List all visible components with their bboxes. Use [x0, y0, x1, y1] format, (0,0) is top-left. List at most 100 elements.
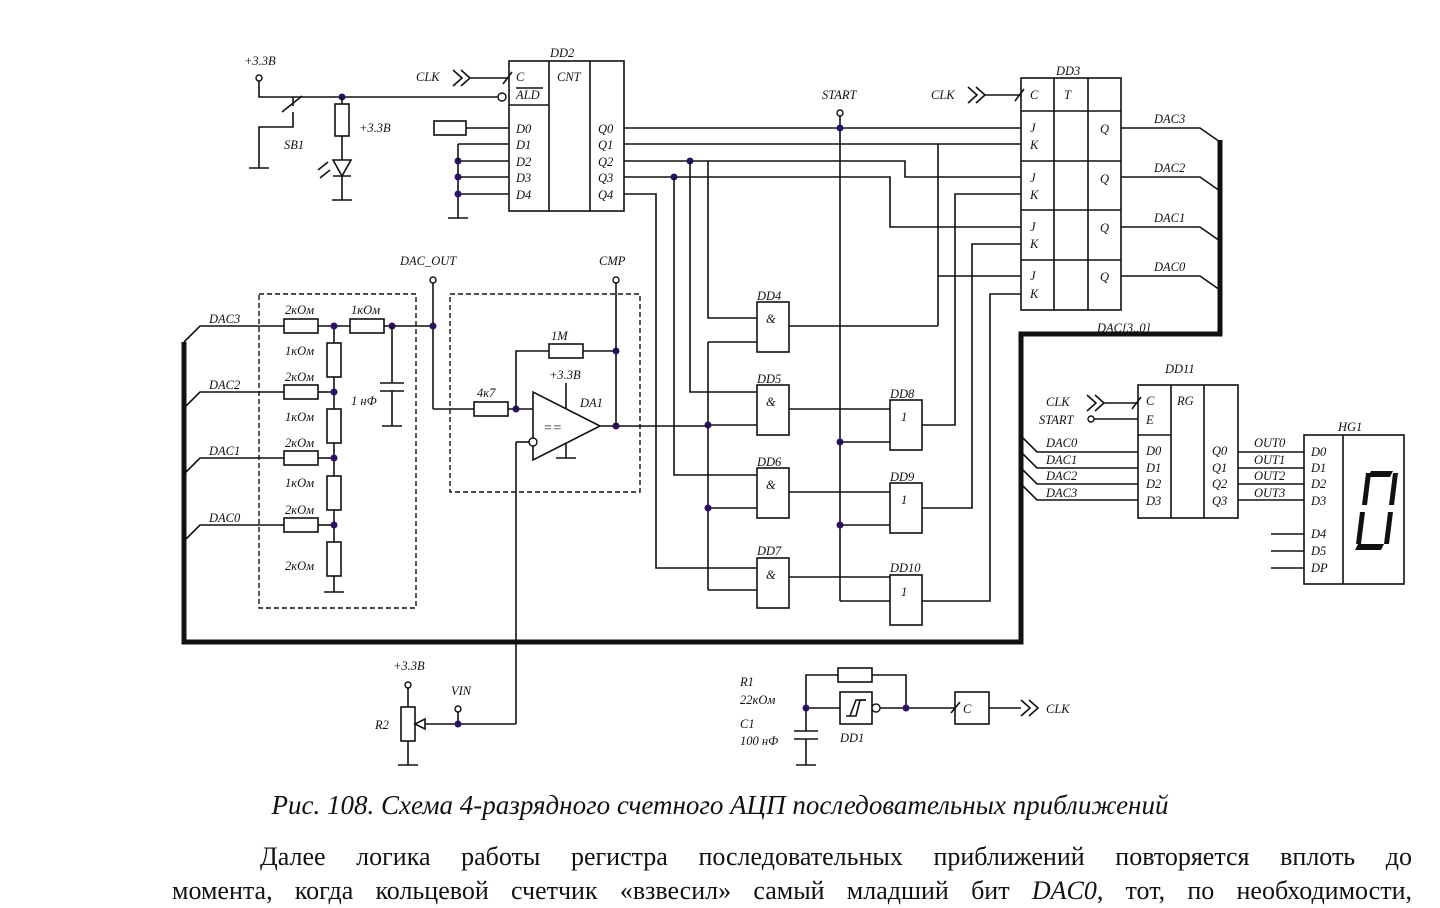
resistor-value: 2кОм — [285, 436, 314, 450]
comparator-vcc-label: +3.3В — [549, 368, 581, 382]
ladder-boundary — [258, 293, 417, 609]
dd2-out-4: Q4 — [598, 188, 613, 202]
dd3-j-pin: J — [1030, 171, 1037, 185]
dd10-sym: 1 — [901, 585, 907, 599]
dd3-k-pin: K — [1029, 287, 1039, 301]
clk-out-arrow — [1020, 699, 1032, 717]
out2-label: OUT2 — [1254, 469, 1285, 483]
dd11-net-dac1: DAC1 — [1045, 453, 1077, 467]
dd2-clk-label: CLK — [416, 70, 440, 84]
dd5-and-gate — [756, 384, 790, 436]
comparator-sym: == — [543, 421, 562, 436]
and-gates: DD4 & DD5 & DD6 & DD7 & — [756, 289, 790, 609]
r2-label: R2 — [374, 718, 389, 732]
dd4-sym: & — [766, 312, 776, 326]
dd11-out-3: Q3 — [1212, 494, 1227, 508]
resistor — [326, 475, 342, 511]
resistor-value: 1кОм — [285, 344, 314, 358]
dd9-name: DD9 — [889, 470, 915, 484]
comparator-block: DAC_OUT 4к7 1М == DA1 +3.3В CMP — [399, 254, 708, 724]
d0-resistor — [433, 120, 467, 136]
counter-wiring: START — [624, 88, 1021, 602]
led-diode — [331, 159, 353, 178]
body-paragraph: Далее логика работы регистра последовате… — [172, 840, 1412, 908]
dd2-in-0: D0 — [515, 122, 532, 136]
wire — [258, 81, 293, 98]
dd7-and-gate — [756, 557, 790, 609]
r1-value: 22кОм — [740, 693, 775, 707]
resistor-value: 2кОм — [285, 503, 314, 517]
dd6-and-gate — [756, 467, 790, 519]
out3-label: OUT3 — [1254, 486, 1285, 500]
dd8-name: DD8 — [889, 387, 915, 401]
dd3-k-pin: K — [1029, 237, 1039, 251]
ladder-dac3-label: DAC3 — [208, 312, 240, 326]
clock-generator: R1 22кОм C1 100 нФ DD1 C CLK — [739, 667, 1070, 766]
dd11-out-1: Q1 — [1212, 461, 1227, 475]
dd3-q-pin: Q — [1100, 270, 1109, 284]
dd2-counter: DD2 C ALD CNT D0 D1 D2 D3 D4 Q0 Q1 Q2 Q3… — [416, 46, 625, 212]
hg1-in-6: DP — [1310, 561, 1328, 575]
dd11-net-dac0: DAC0 — [1045, 436, 1078, 450]
wiper-arrow — [413, 717, 426, 731]
dd11-clock-pin: C — [1146, 394, 1155, 408]
segment-a — [1368, 471, 1393, 477]
dd1-schmitt — [839, 691, 873, 725]
feedback-resistor-value: 1М — [551, 329, 568, 343]
dd11-name: DD11 — [1164, 362, 1195, 376]
resistor — [326, 342, 342, 378]
sb1-switch-group: +3.3В SB1 +3.3В — [244, 54, 509, 219]
dd10-name: DD10 — [889, 561, 921, 575]
resistor — [283, 318, 319, 334]
dd3-q-pin: Q — [1100, 122, 1109, 136]
resistor — [283, 517, 319, 533]
c1-value: 100 нФ — [740, 734, 778, 748]
dd2-out-2: Q2 — [598, 155, 613, 169]
dac-bus-label: DAC[3..0] — [1096, 321, 1151, 335]
dd3-clk-label: CLK — [931, 88, 955, 102]
dd11-in-1: D1 — [1145, 461, 1161, 475]
dd2-clock-pin: C — [516, 70, 525, 84]
resistor-value: 1кОм — [285, 410, 314, 424]
feedback-resistor — [548, 343, 584, 359]
vin-block: +3.3В R2 VIN — [374, 659, 516, 766]
resistor-value: 1кОм — [285, 476, 314, 490]
vcc-label-sb1: +3.3В — [244, 54, 276, 68]
dd3-j-pin: J — [1030, 220, 1037, 234]
resistor-value: 2кОм — [285, 303, 314, 317]
body-line-2-emphasis: DAC0 — [1031, 876, 1097, 905]
resistor — [349, 318, 385, 334]
dd11-type: RG — [1176, 394, 1194, 408]
dd9-sym: 1 — [901, 493, 907, 507]
segment-d — [1355, 544, 1384, 550]
dd2-out-1: Q1 — [598, 138, 613, 152]
dd3-k-pin: K — [1029, 188, 1039, 202]
segment-b — [1389, 473, 1398, 505]
hg1-in-3: D3 — [1310, 494, 1326, 508]
dd11-net-dac2: DAC2 — [1045, 469, 1077, 483]
resistor — [283, 384, 319, 400]
inverting-input — [528, 437, 538, 447]
dd11-enable-pin: E — [1145, 413, 1154, 427]
dd2-type: CNT — [557, 70, 582, 84]
dd2-out-0: Q0 — [598, 122, 614, 136]
clock-buffer-pin: C — [963, 702, 972, 716]
comparator-boundary — [449, 293, 641, 493]
dd2-in-1: D1 — [515, 138, 531, 152]
resistor-value: 1кОм — [351, 303, 380, 317]
body-line-2-tail: , тот, по необходимости, — [1096, 876, 1413, 905]
body-line-2-text: момента, когда кольцевой счетчик «взвеси… — [172, 876, 1032, 905]
dd11-in-2: D2 — [1145, 477, 1161, 491]
dd11-start-label: START — [1039, 413, 1075, 427]
hg1-in-1: D1 — [1310, 461, 1326, 475]
clk-out-label: CLK — [1046, 702, 1070, 716]
dd11-register: DD11 C E RG D0 D1 D2 D3 Q0 Q1 Q2 Q3 CLK … — [1020, 362, 1304, 519]
capacitor-value: 1 нФ — [351, 394, 377, 408]
dd2-out-3: Q3 — [598, 171, 613, 185]
or-gates: DD8 1 DD9 1 DD10 1 — [889, 387, 923, 626]
c1-label: C1 — [740, 717, 755, 731]
dd11-in-3: D3 — [1145, 494, 1161, 508]
clk-arrow — [452, 69, 464, 87]
dd3-k-pin: K — [1029, 138, 1039, 152]
dd2-name: DD2 — [549, 46, 574, 60]
